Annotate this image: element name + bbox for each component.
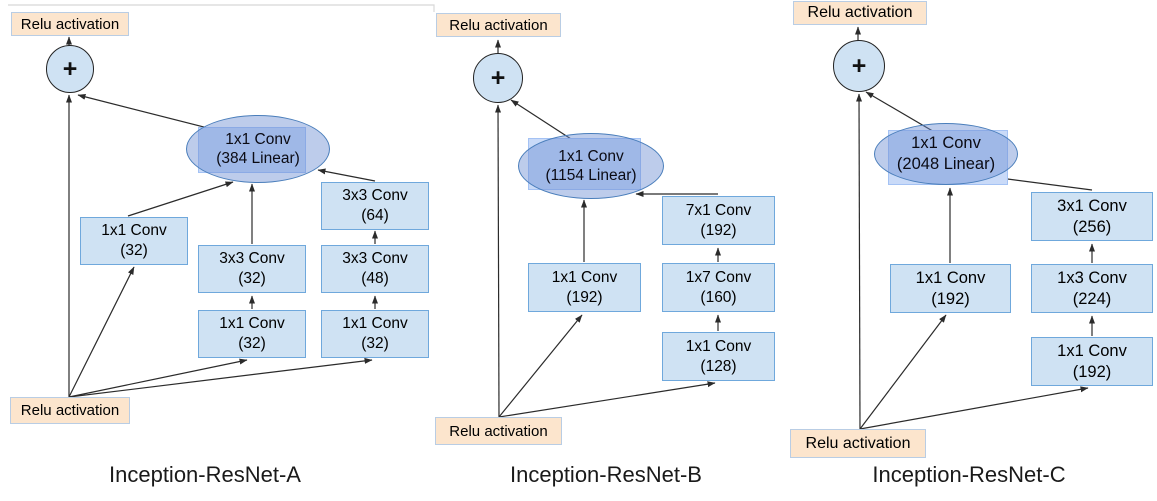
conv-label-line1: 1x1 Conv bbox=[342, 315, 408, 332]
conv-label-line2: (2048 Linear) bbox=[896, 155, 996, 173]
conv-label-line1: 1x1 Conv bbox=[911, 134, 981, 152]
conv-label-line2: (192) bbox=[931, 289, 970, 308]
conv-label-line2: (160) bbox=[700, 288, 737, 306]
conv-label-line2: (32) bbox=[120, 242, 148, 259]
conv-label-line1: 1x1 Conv bbox=[558, 148, 624, 165]
conv-label-line2: (224) bbox=[1072, 289, 1112, 308]
conv-label-line2: (32) bbox=[361, 335, 389, 352]
conv-label-line2: (192) bbox=[566, 288, 603, 306]
residual-conv-ellipse-c bbox=[874, 123, 1018, 185]
page-edge-line bbox=[8, 4, 435, 12]
conv-label-line1: 1x1 Conv bbox=[551, 268, 618, 286]
conv-node-c-branch2-bottom: 1x1 Conv (192) bbox=[1031, 337, 1153, 386]
conv-label-line2: (192) bbox=[1072, 362, 1112, 381]
conv-node-a-branch1: 1x1 Conv (32) bbox=[80, 217, 188, 265]
conv-label-line1: 7x1 Conv bbox=[685, 201, 752, 219]
conv-label-line2: (32) bbox=[238, 335, 266, 352]
arrow-line bbox=[498, 314, 583, 418]
arrow-line bbox=[999, 175, 1093, 191]
conv-label-line1: 1x3 Conv bbox=[1057, 268, 1127, 287]
conv-label-line1: 1x1 Conv bbox=[685, 337, 752, 355]
conv-node-b-branch2-mid: 1x7 Conv (160) bbox=[662, 263, 775, 312]
plus-icon: + bbox=[851, 51, 867, 80]
residual-conv-ellipse-b bbox=[518, 133, 664, 199]
conv-label-line1: 1x1 Conv bbox=[225, 131, 291, 148]
arrow-line bbox=[859, 386, 1089, 430]
conv-node-a-branch3-bottom: 1x1 Conv (32) bbox=[321, 310, 429, 358]
conv-label-line2: (192) bbox=[700, 221, 737, 239]
residual-conv-label-a: 1x1 Conv (384 Linear) bbox=[186, 130, 330, 168]
conv-label-line2: (256) bbox=[1072, 217, 1112, 236]
arrow-line bbox=[68, 266, 135, 398]
conv-label-line1: 1x1 Conv bbox=[101, 222, 167, 239]
conv-label-line2: (32) bbox=[238, 270, 266, 287]
residual-conv-ellipse-a bbox=[186, 115, 330, 183]
relu-activation-output-a: Relu activation bbox=[11, 12, 129, 36]
conv-label-line1: 3x1 Conv bbox=[1057, 196, 1127, 215]
diagram-title-a: Inception-ResNet-A bbox=[109, 462, 301, 487]
arrow-line bbox=[68, 357, 373, 398]
conv-label-line2: (64) bbox=[361, 207, 389, 224]
conv-label-line1: 3x3 Conv bbox=[342, 250, 408, 267]
conv-label-line2: (48) bbox=[361, 270, 389, 287]
conv-label-line2: (384 Linear) bbox=[216, 150, 300, 167]
sum-node-b: + bbox=[473, 53, 523, 103]
relu-activation-output-b: Relu activation bbox=[436, 13, 561, 37]
plus-icon: + bbox=[62, 54, 78, 83]
conv-label-line1: 1x1 Conv bbox=[915, 268, 986, 287]
plus-icon: + bbox=[490, 63, 506, 92]
conv-label-line1: 1x1 Conv bbox=[1057, 341, 1127, 360]
arrow-line bbox=[68, 358, 248, 398]
conv-node-b-branch1: 1x1 Conv (192) bbox=[528, 263, 641, 312]
conv-node-a-branch2-bottom: 1x1 Conv (32) bbox=[198, 310, 306, 358]
conv-label-line1: 3x3 Conv bbox=[219, 250, 285, 267]
sum-node-a: + bbox=[46, 45, 94, 93]
conv-node-b-branch2-top: 7x1 Conv (192) bbox=[662, 196, 775, 245]
conv-label-line1: 1x7 Conv bbox=[685, 268, 752, 286]
diagram-b-connectors bbox=[495, 39, 721, 418]
diagram-c-connectors bbox=[855, 26, 1095, 430]
conv-node-a-branch3-mid: 3x3 Conv (48) bbox=[321, 245, 429, 293]
arrow-line bbox=[317, 168, 376, 182]
diagram-title-c: Inception-ResNet-C bbox=[872, 462, 1066, 487]
conv-label-line2: (128) bbox=[700, 357, 737, 375]
residual-conv-label-b: 1x1 Conv (1154 Linear) bbox=[518, 147, 664, 185]
conv-node-a-branch2-top: 3x3 Conv (32) bbox=[198, 245, 306, 293]
conv-node-a-branch3-top: 3x3 Conv (64) bbox=[321, 182, 429, 230]
arrow-line bbox=[859, 314, 947, 430]
arrow-line bbox=[127, 181, 234, 217]
relu-activation-output-c: Relu activation bbox=[793, 1, 927, 25]
relu-activation-input-a: Relu activation bbox=[10, 397, 130, 424]
conv-node-b-branch2-bottom: 1x1 Conv (128) bbox=[662, 332, 775, 381]
relu-activation-input-b: Relu activation bbox=[435, 417, 562, 445]
sum-node-c: + bbox=[833, 40, 885, 92]
arrow-line bbox=[495, 104, 502, 418]
arrow-line bbox=[856, 93, 863, 430]
arrow-line bbox=[498, 381, 716, 418]
conv-node-c-branch1: 1x1 Conv (192) bbox=[890, 264, 1011, 313]
conv-label-line2: (1154 Linear) bbox=[545, 167, 637, 184]
conv-label-line1: 1x1 Conv bbox=[219, 315, 285, 332]
residual-conv-label-c: 1x1 Conv (2048 Linear) bbox=[874, 133, 1018, 175]
conv-node-c-branch2-top: 3x1 Conv (256) bbox=[1031, 192, 1153, 241]
diagram-title-b: Inception-ResNet-B bbox=[510, 462, 702, 487]
conv-label-line1: 3x3 Conv bbox=[342, 187, 408, 204]
conv-node-c-branch2-mid: 1x3 Conv (224) bbox=[1031, 264, 1153, 313]
relu-activation-input-c: Relu activation bbox=[790, 429, 926, 458]
